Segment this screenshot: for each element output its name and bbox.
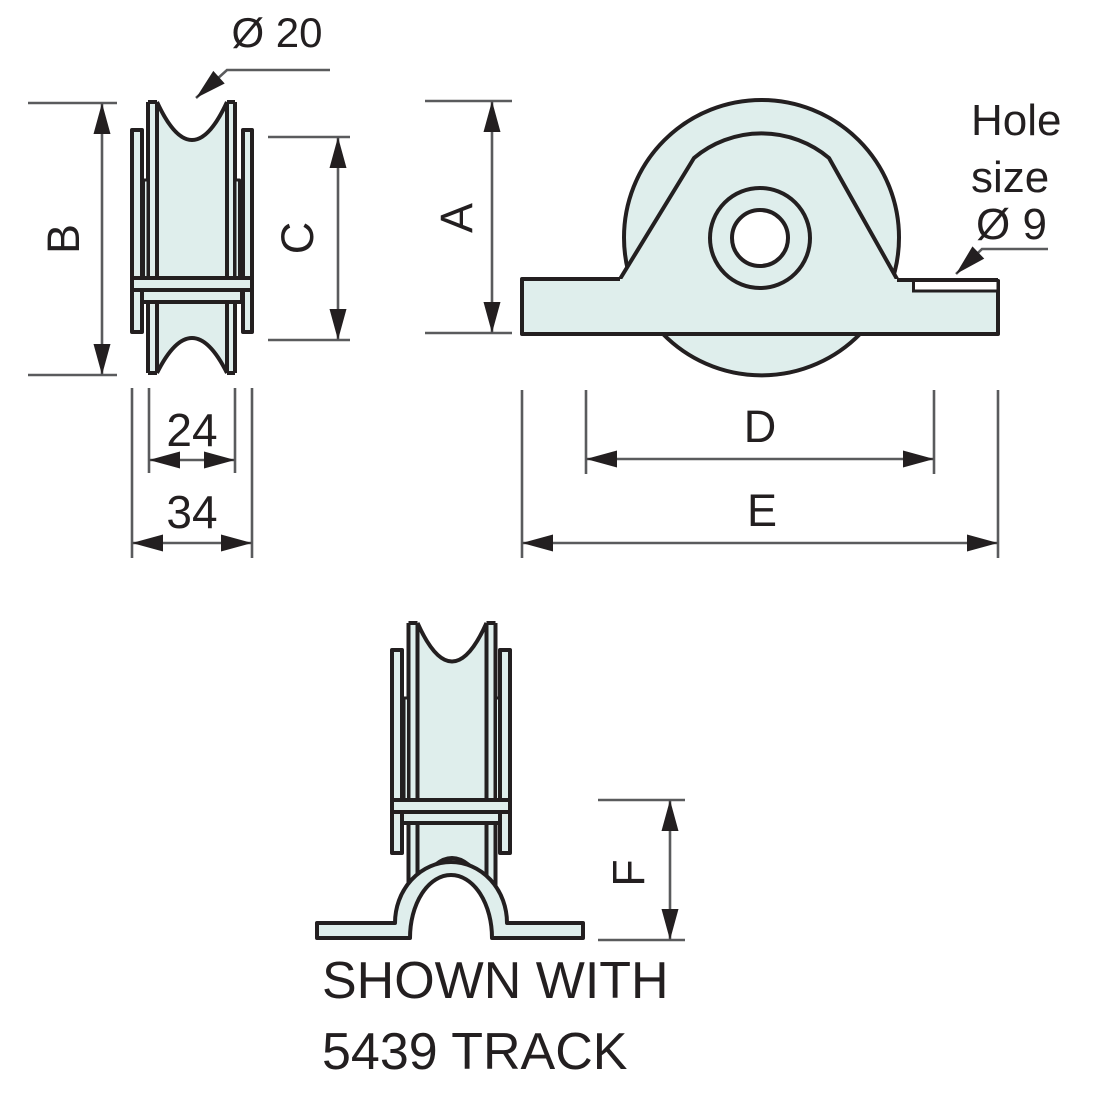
dim-a-label: A [431, 203, 482, 233]
dim-c-label: C [272, 222, 323, 255]
track-section-view: F SHOWN WITH 5439 TRACK [315, 621, 685, 1081]
caption-line2: 5439 TRACK [322, 1023, 628, 1081]
bracket-step-right [233, 178, 241, 280]
wheel-bottom-sliver-arc [661, 332, 862, 378]
bracket-outline [618, 131, 899, 281]
dim-d-label: D [744, 401, 777, 452]
front-view: A D E Hole size Ø 9 [425, 96, 1062, 558]
hole-size-leader [955, 246, 1048, 275]
bracket-step-right-track [494, 696, 501, 802]
axle-bore [730, 208, 790, 268]
hole-note-line2: size [971, 153, 1049, 202]
side-plate-right [241, 128, 254, 334]
hole-note-line1: Hole [971, 96, 1062, 145]
groove-diameter-label: Ø 20 [231, 9, 322, 56]
bracket-step-left-track [402, 696, 410, 802]
axle-band-lower-track [400, 810, 502, 825]
bracket-step-left [142, 178, 150, 280]
side-plate-left-track [390, 648, 404, 855]
hole-note-line3: Ø 9 [976, 200, 1047, 249]
wheel-body [148, 102, 235, 373]
track-profile [315, 860, 585, 940]
mounting-plate [522, 279, 998, 334]
dim-f-label: F [603, 859, 654, 887]
dim-34-label: 34 [166, 486, 217, 538]
axle-band-lower [140, 288, 244, 304]
dim-34-extension-lines [130, 388, 254, 558]
dim-b-label: B [38, 224, 89, 254]
groove-diameter-leader [195, 68, 330, 99]
dim-e-label: E [747, 485, 777, 536]
dim-24-label: 24 [166, 404, 217, 456]
screw-hole-slot [912, 279, 1000, 293]
dim-e-extension-lines [520, 390, 1000, 558]
caption-line1: SHOWN WITH [322, 952, 669, 1010]
side-section-view: Ø 20 B C 24 34 [28, 9, 350, 558]
